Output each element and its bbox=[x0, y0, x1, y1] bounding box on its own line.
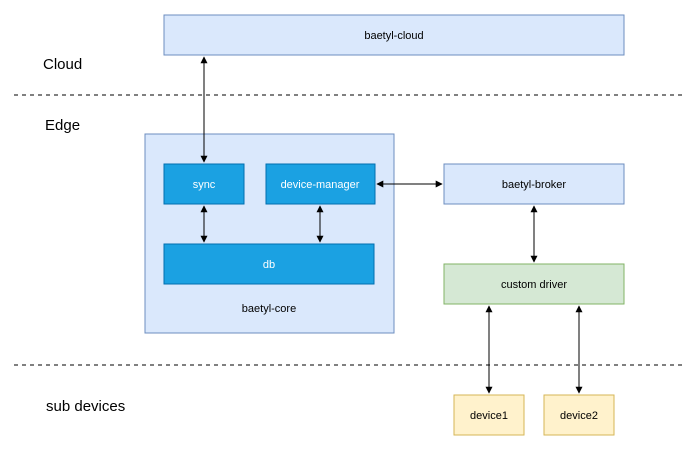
node-db[interactable]: db bbox=[163, 243, 375, 285]
node-label: db bbox=[263, 259, 275, 271]
node-label: device2 bbox=[560, 410, 598, 422]
node-label: custom driver bbox=[501, 279, 567, 291]
zone-label-edge: Edge bbox=[45, 117, 80, 134]
node-device1[interactable]: device1 bbox=[453, 394, 525, 436]
node-label: device-manager bbox=[281, 179, 360, 191]
node-device-manager[interactable]: device-manager bbox=[265, 163, 376, 205]
node-label: baetyl-core bbox=[242, 303, 296, 315]
node-label: baetyl-broker bbox=[502, 179, 567, 191]
node-sync[interactable]: sync bbox=[163, 163, 245, 205]
node-device2[interactable]: device2 bbox=[543, 394, 615, 436]
node-baetyl-broker[interactable]: baetyl-broker bbox=[443, 163, 625, 205]
zone-label-sub-devices: sub devices bbox=[46, 398, 125, 415]
node-baetyl-cloud[interactable]: baetyl-cloud bbox=[163, 14, 625, 56]
zone-label-cloud: Cloud bbox=[43, 56, 82, 73]
node-label: device1 bbox=[470, 410, 508, 422]
node-custom-driver[interactable]: custom driver bbox=[443, 263, 625, 305]
node-label: sync bbox=[193, 179, 216, 191]
node-label: baetyl-cloud bbox=[364, 30, 423, 42]
